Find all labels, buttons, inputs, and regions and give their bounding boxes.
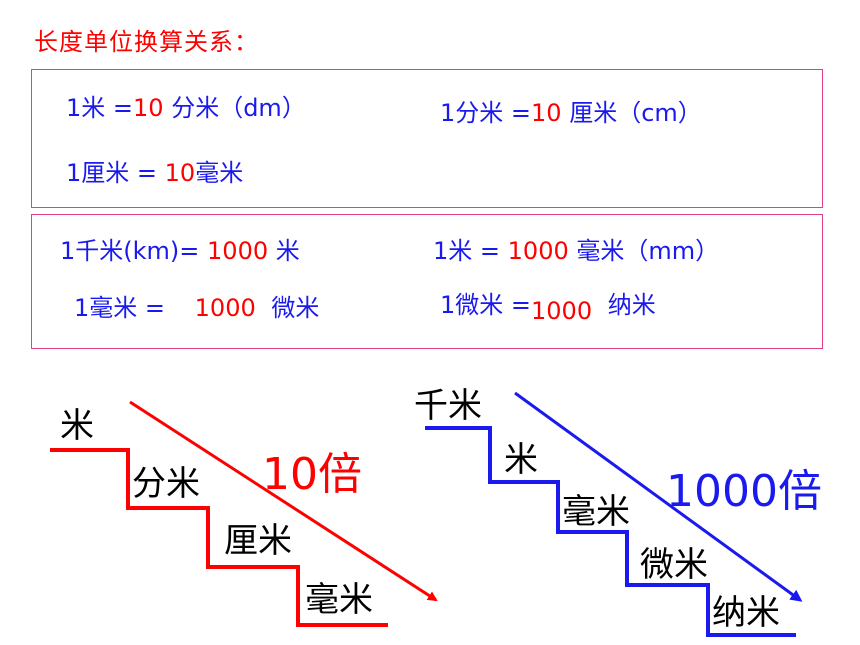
blue-step-4: 微米 [640,545,708,585]
relation-left: 1分米 = [440,99,532,127]
blue-staircase-line [425,426,796,637]
relation-unit: 厘米（cm） [569,99,702,127]
relation-um-nm: 1微米 =1000 纳米 [440,285,656,325]
relation-m-mm: 1米 = 1000 毫米（mm） [433,231,719,266]
relation-value: 10 [133,94,164,122]
blue-ratio-label: 1000倍 [666,466,822,517]
blue-step-3: 毫米 [562,492,630,532]
relation-unit: 纳米 [607,291,656,319]
relation-value: 10 [164,159,196,187]
conversion-box-small-units [31,69,823,208]
relation-value: 1000 [207,237,269,265]
relation-value: 10 [531,99,562,127]
blue-step-2: 米 [504,440,538,480]
relation-dm-cm: 1分米 =10 厘米（cm） [440,93,702,128]
relation-value: 1000 [531,297,593,325]
blue-step-1: 千米 [414,386,482,426]
red-step-2: 分米 [132,464,200,504]
relation-unit: 毫米 [195,159,244,187]
red-ratio-label: 10倍 [262,449,362,500]
relation-left: 1千米(km)= [60,237,200,265]
relation-left: 1米 = [66,94,134,122]
relation-value: 1000 [507,237,569,265]
relation-unit: 微米 [271,294,320,322]
relation-left: 1厘米 = [66,159,158,187]
relation-unit: 分米（dm） [171,94,306,122]
relation-m-dm: 1米 =10 分米（dm） [66,88,306,123]
relation-km-m: 1千米(km)= 1000 米 [60,231,300,266]
relation-left: 1毫米 = [74,294,166,322]
relation-left: 1微米 = [440,291,532,319]
red-step-1: 米 [60,406,94,446]
relation-left: 1米 = [433,237,501,265]
red-staircase-line [50,448,388,627]
relation-unit: 米 [275,237,300,265]
relation-mm-um: 1毫米 = 1000 微米 [74,288,319,323]
relation-value: 1000 [194,294,256,322]
red-step-4: 毫米 [305,580,373,620]
red-arrow-line [129,400,438,602]
relation-cm-mm: 1厘米 = 10毫米 [66,153,243,188]
page-title: 长度单位换算关系： [34,28,259,56]
blue-arrow-line [514,391,803,602]
conversion-box-large-units [31,214,823,349]
blue-step-5: 纳米 [712,593,780,633]
red-step-3: 厘米 [224,521,292,561]
relation-unit: 毫米（mm） [576,237,720,265]
